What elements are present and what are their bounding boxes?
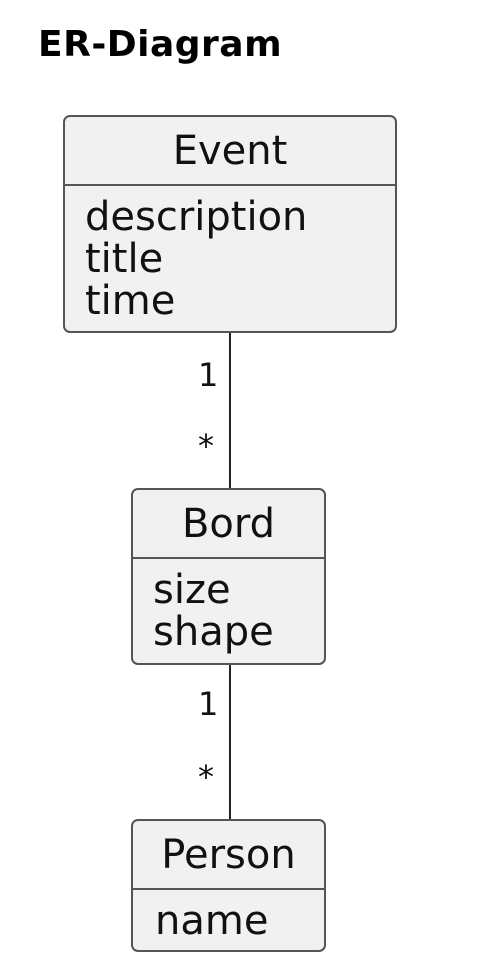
entity-name: Bord (133, 490, 324, 559)
entity-attribute: size (153, 567, 231, 613)
entity-attribute: description (85, 194, 308, 240)
entity-attributes: size shape (133, 559, 324, 653)
multiplicity-label: * (198, 758, 214, 796)
multiplicity-label: * (198, 427, 214, 465)
entity-attribute: time (85, 278, 176, 324)
entity-attribute: title (85, 236, 164, 282)
entity-attribute: shape (153, 609, 274, 655)
entity-name: Person (133, 821, 324, 890)
diagram-title: ER-Diagram (38, 24, 283, 65)
entity-bord[interactable]: Bord size shape (131, 488, 326, 665)
entity-attribute: name (155, 898, 269, 944)
multiplicity-label: 1 (198, 356, 219, 394)
entity-attributes: description title time (65, 186, 395, 322)
entity-name: Event (65, 117, 395, 186)
entity-attributes: name (133, 890, 324, 942)
relationship-line-event-bord (229, 333, 231, 488)
relationship-line-bord-person (229, 665, 231, 819)
entity-event[interactable]: Event description title time (63, 115, 397, 333)
entity-person[interactable]: Person name (131, 819, 326, 952)
multiplicity-label: 1 (198, 685, 219, 723)
